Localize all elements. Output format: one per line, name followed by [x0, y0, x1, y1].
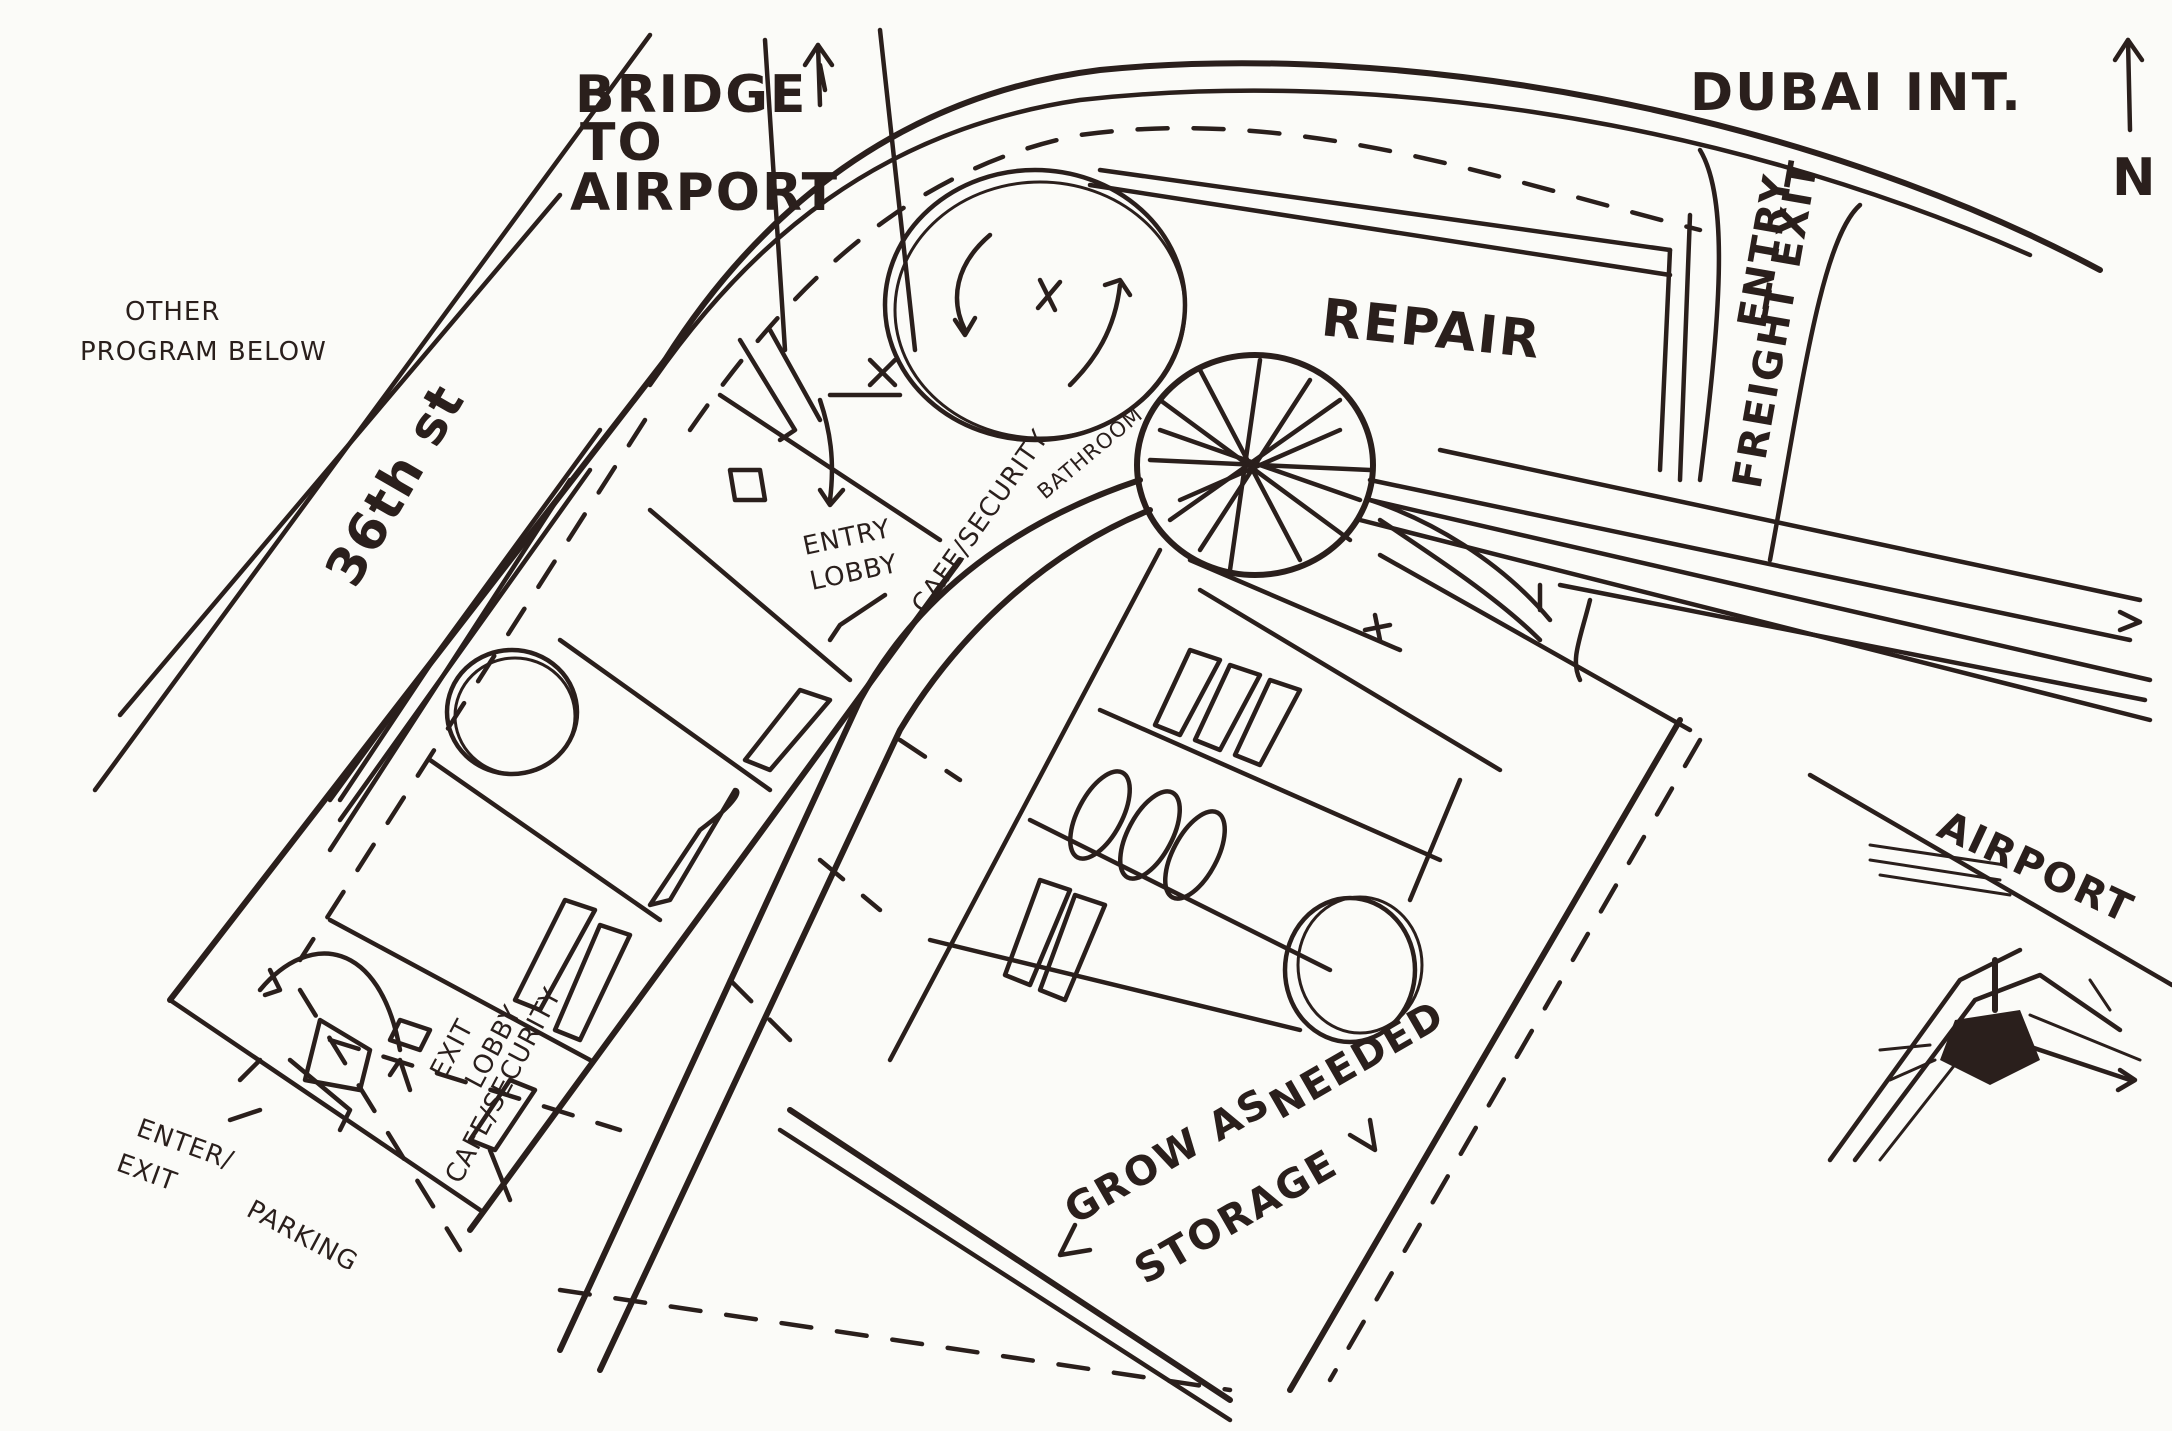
bathroom-label: BATHROOM	[1033, 402, 1148, 504]
other-program-label-2: PROGRAM BELOW	[80, 337, 327, 367]
storage-block	[557, 547, 1703, 1423]
street-label: 36th st	[314, 374, 477, 596]
storage-units	[1002, 582, 1543, 1045]
left-ramp-circle	[444, 647, 580, 777]
grow-label-2: NEEDED	[1262, 992, 1453, 1129]
cafe-security-top-label: CAFE/SECURITY	[906, 424, 1055, 619]
airport-label: AIRPORT	[1931, 802, 2141, 933]
dubai-label: DUBAI INT.	[1690, 63, 2023, 123]
street-lines	[92, 32, 653, 793]
exit-details	[227, 897, 633, 1203]
parking-label: PARKING	[242, 1195, 363, 1278]
north-label: N	[2112, 148, 2158, 208]
inner-road	[557, 477, 1153, 1373]
other-program-label-1: OTHER	[125, 297, 220, 327]
entry-details	[647, 327, 903, 908]
hub-circle	[1134, 352, 1376, 578]
bridge-label-1: BRIDGE	[575, 65, 807, 125]
bridge-label-2: TO	[580, 113, 664, 173]
repair-label: REPAIR	[1319, 288, 1545, 371]
building-top-outline	[647, 60, 2103, 563]
north-arrows	[802, 37, 2145, 133]
turnaround-circle	[882, 167, 1188, 443]
freight-lanes	[1357, 447, 2153, 723]
grow-arrow-left	[1057, 1222, 1093, 1258]
grow-arrow-right	[1347, 1117, 1378, 1153]
labels: BRIDGE TO AIRPORT DUBAI INT. N OTHER PRO…	[80, 63, 2158, 1294]
left-wing	[167, 357, 963, 1253]
enter-exit-label-2: EXIT	[113, 1148, 181, 1197]
locator-map	[1807, 772, 2172, 1163]
bridge-label-3: AIRPORT	[570, 163, 839, 223]
